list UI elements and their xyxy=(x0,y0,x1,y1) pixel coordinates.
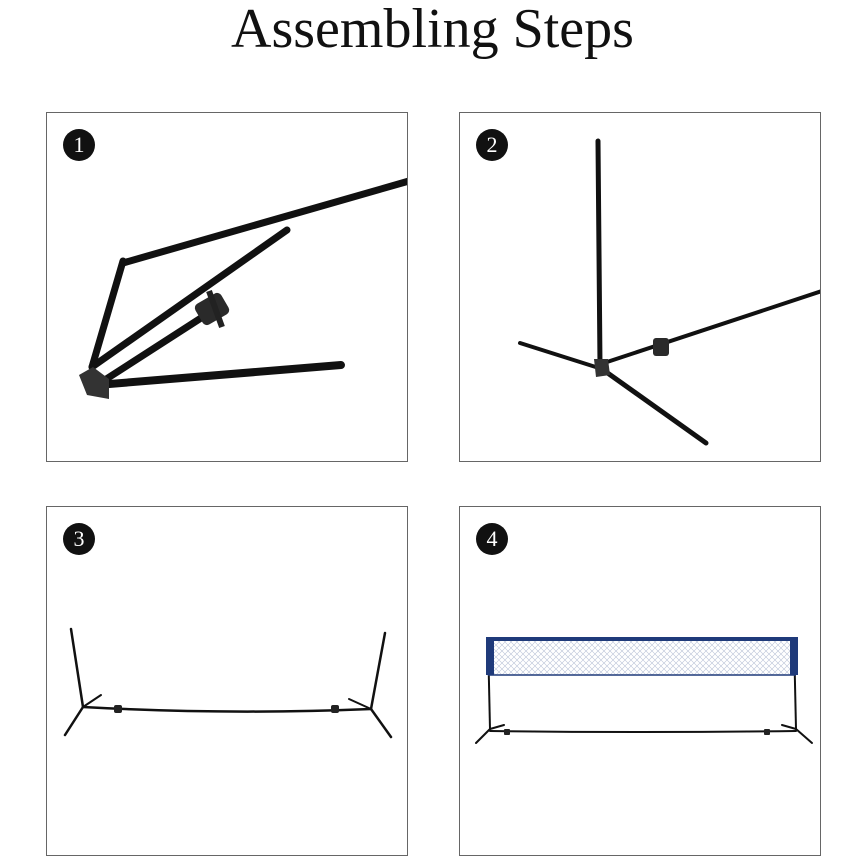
step-3-badge: 3 xyxy=(63,523,95,555)
page-title: Assembling Steps xyxy=(231,0,634,60)
step-2-panel: 2 xyxy=(459,112,821,462)
step-4-panel: 4 xyxy=(459,506,821,856)
step-2-illustration xyxy=(518,138,820,446)
step-4-badge: 4 xyxy=(476,523,508,555)
step-1-illustration xyxy=(79,177,407,399)
step-3-panel: 3 xyxy=(46,506,408,856)
step-1-panel: 1 xyxy=(46,112,408,462)
step-4-illustration xyxy=(475,637,813,744)
step-3-illustration xyxy=(63,627,393,739)
step-2-badge: 2 xyxy=(476,129,508,161)
step-1-badge: 1 xyxy=(63,129,95,161)
